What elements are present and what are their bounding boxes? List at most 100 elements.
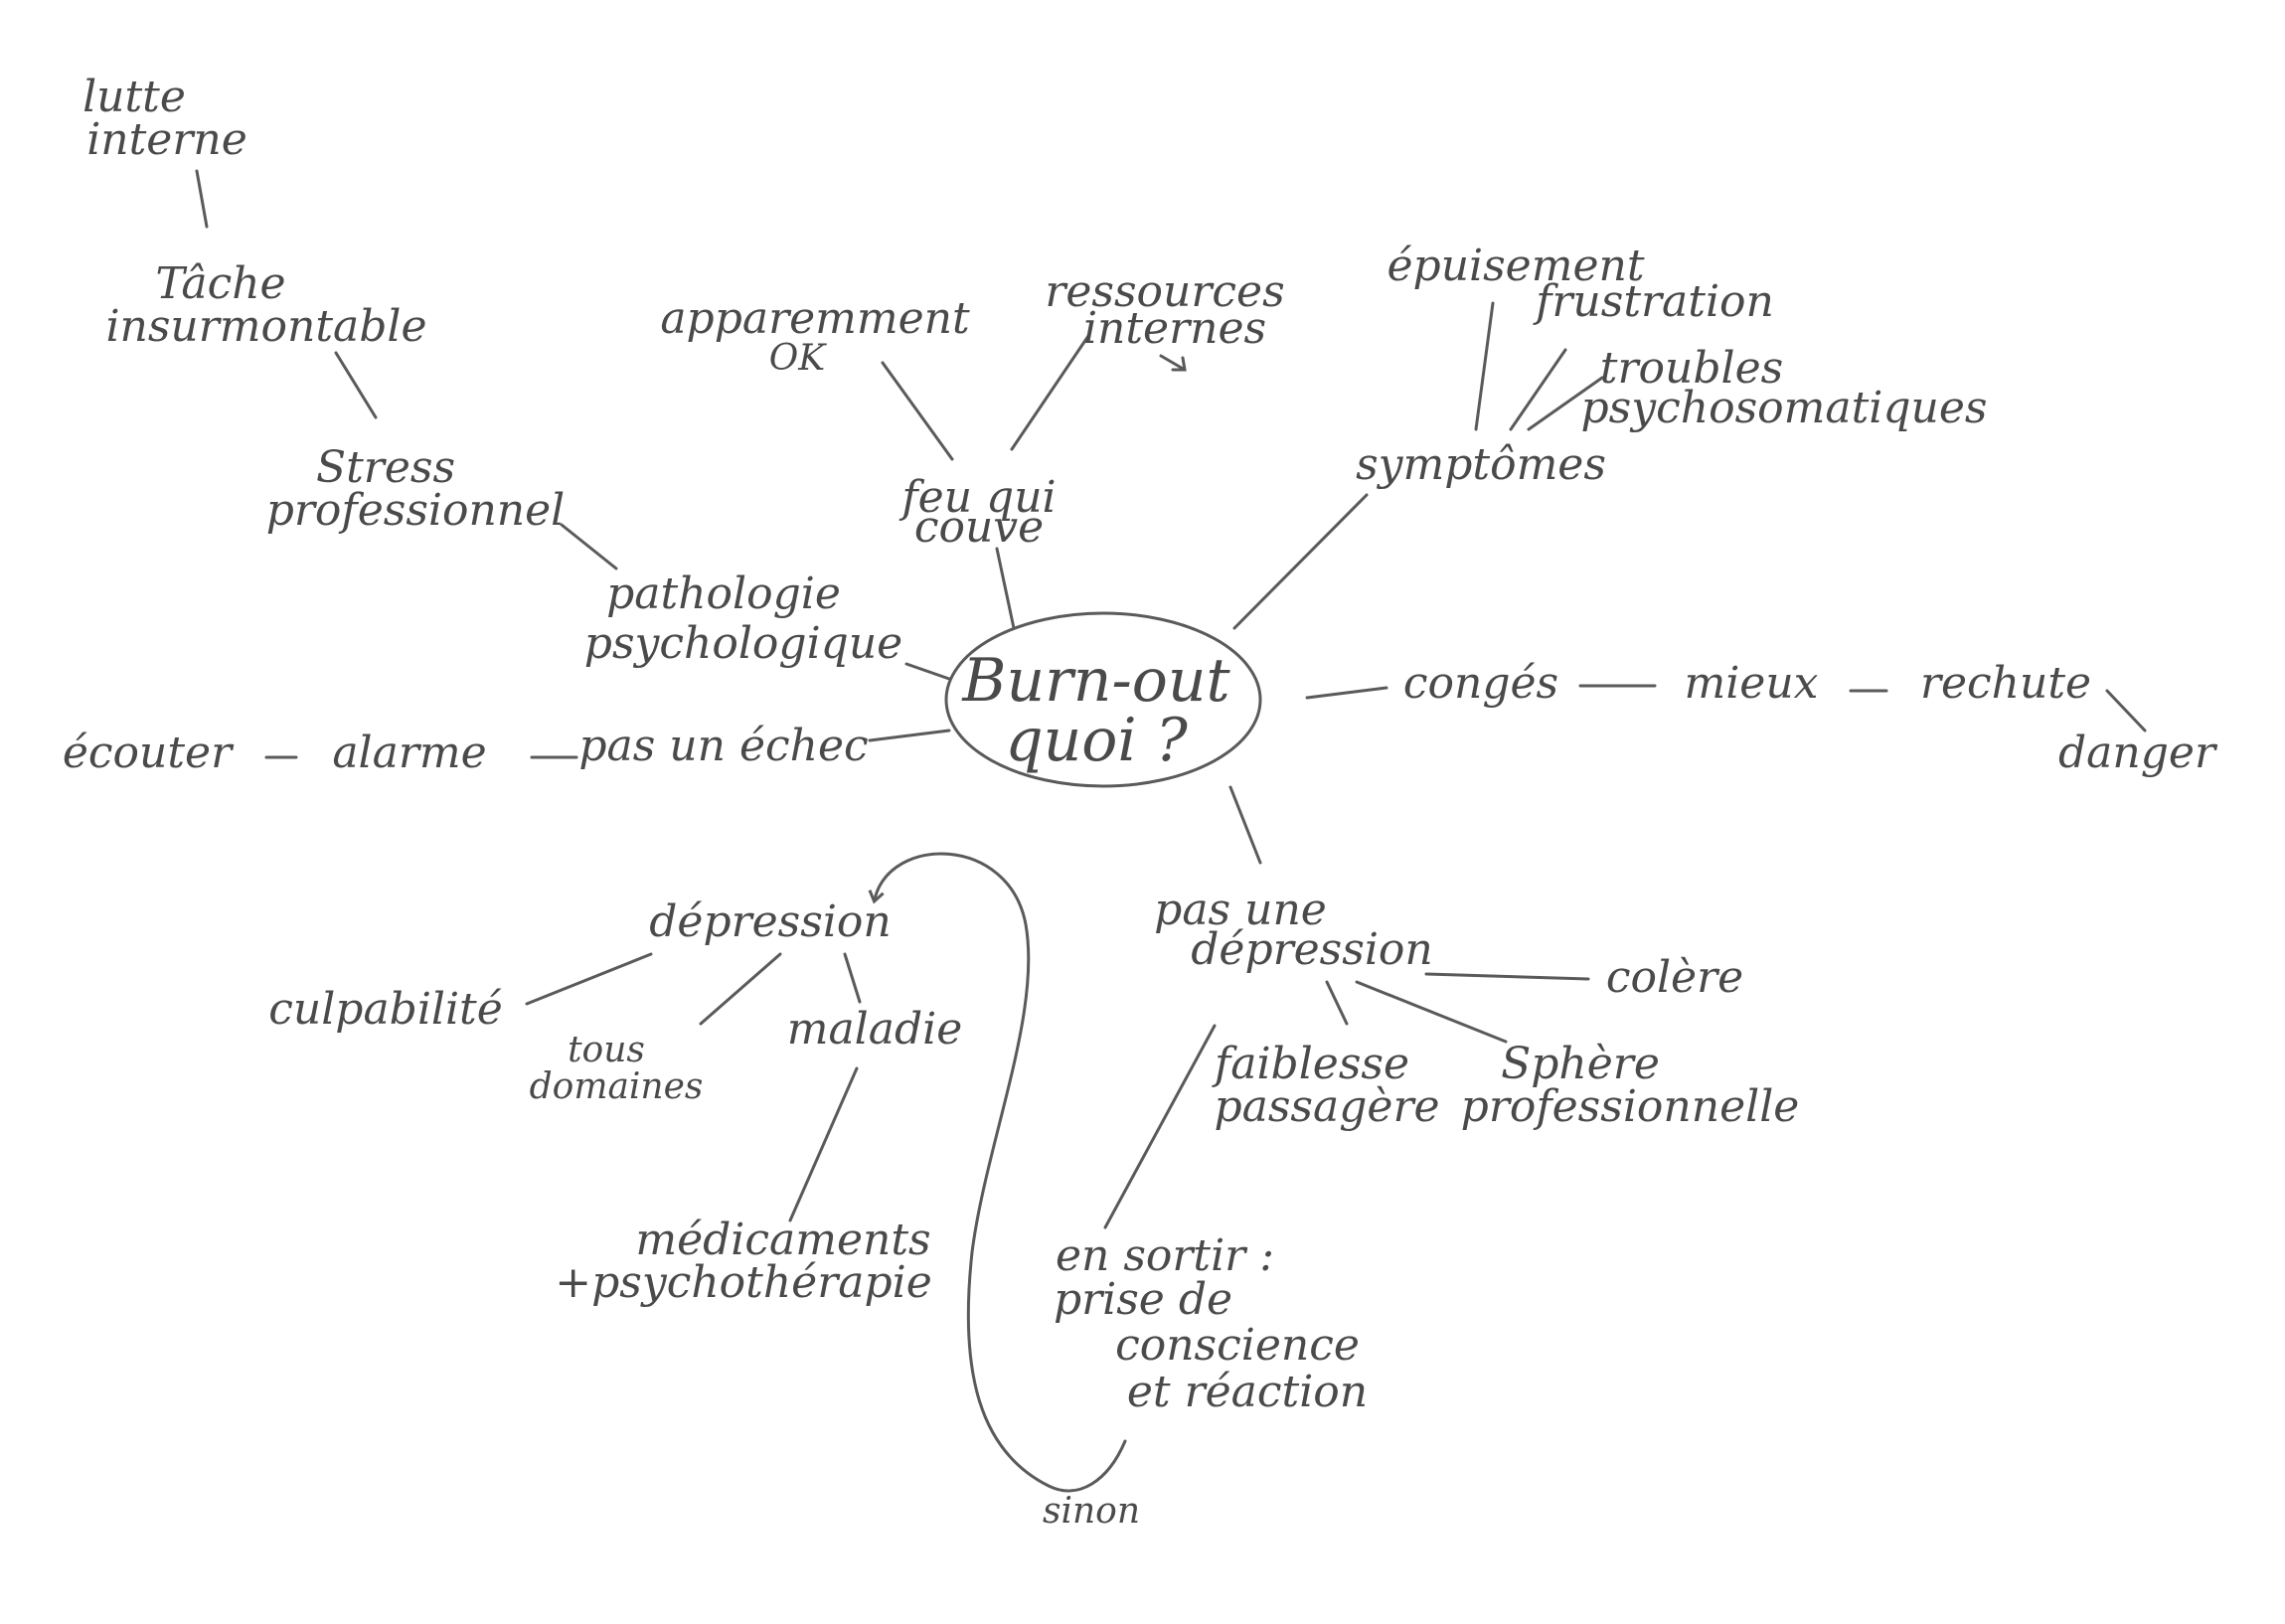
node-mieux: mieux xyxy=(1685,658,1819,709)
sphere-line2: professionnelle xyxy=(1461,1081,1800,1132)
edge-sinon-loop xyxy=(868,852,1127,1493)
edge-pasdepression-faiblesse xyxy=(1325,980,1349,1026)
edge-rechute-danger xyxy=(2105,689,2147,732)
pas-un-echec-label: pas un échec xyxy=(578,721,868,771)
node-sinon: sinon xyxy=(1043,1491,1140,1532)
stress-line1: Stress xyxy=(316,442,455,493)
edge-depression-maladie xyxy=(843,952,862,1004)
feu-line2: couve xyxy=(914,502,1044,553)
colere-label: colère xyxy=(1606,952,1743,1003)
center-node: Burn-out quoi ? xyxy=(944,611,1262,788)
apparemment-line1: apparemment xyxy=(660,293,970,344)
sphere-line1: Sphère xyxy=(1501,1039,1660,1089)
node-pas-une-depression: pas une dépression xyxy=(1154,885,1433,975)
faiblesse-line2: passagère xyxy=(1214,1081,1439,1132)
frustration-label: frustration xyxy=(1533,276,1774,327)
rechute-label: rechute xyxy=(1920,658,2091,709)
conges-label: congés xyxy=(1403,658,1558,709)
node-ressources-internes: ressources internes xyxy=(1045,266,1285,372)
edge-lutte-tache xyxy=(195,169,209,229)
tache-line1: Tâche xyxy=(155,258,285,309)
node-tous-domaines: tous domaines xyxy=(530,1030,704,1107)
ensortir-line3: conscience xyxy=(1115,1320,1360,1371)
node-conges: congés xyxy=(1403,658,1558,709)
tous-line2: domaines xyxy=(530,1066,704,1107)
ensortir-line4: et réaction xyxy=(1127,1367,1368,1417)
alarme-label: alarme xyxy=(332,728,486,778)
medicaments-line1: médicaments xyxy=(635,1215,930,1265)
ecouter-label: écouter xyxy=(63,728,235,778)
node-frustration: frustration xyxy=(1533,276,1774,327)
node-lutte-interne: lutte interne xyxy=(82,72,247,165)
edge-epuisement-symptomes xyxy=(1474,301,1495,431)
pathologie-line1: pathologie xyxy=(606,568,841,619)
symptomes-label: symptômes xyxy=(1356,439,1606,490)
node-depression: dépression xyxy=(649,896,892,947)
feu-line1: feu qui xyxy=(898,472,1056,523)
tous-line1: tous xyxy=(568,1030,645,1070)
ressources-arrow xyxy=(1159,354,1187,372)
node-pas-un-echec: pas un échec xyxy=(578,721,868,771)
node-maladie: maladie xyxy=(787,1004,963,1055)
edge-center-pasdepression xyxy=(1228,785,1262,865)
apparemment-line2: OK xyxy=(769,338,828,379)
edge-depression-culpabilite xyxy=(525,952,653,1006)
node-epuisement: épuisement xyxy=(1387,241,1644,291)
culpabilite-label: culpabilité xyxy=(268,984,503,1035)
stress-line2: professionnel xyxy=(266,485,566,536)
node-en-sortir: en sortir : prise de conscience et réact… xyxy=(1054,1230,1368,1417)
node-ecouter: écouter xyxy=(63,728,235,778)
epuisement-label: épuisement xyxy=(1387,241,1644,291)
edge-troubles-symptomes xyxy=(1527,376,1604,431)
node-tache-insurmontable: Tâche insurmontable xyxy=(105,258,426,352)
depression-label: dépression xyxy=(649,896,892,947)
lutte-interne-line1: lutte xyxy=(82,72,186,122)
edge-feu-center xyxy=(995,547,1016,630)
node-faiblesse-passagere: faiblesse passagère xyxy=(1212,1039,1440,1132)
node-rechute: rechute xyxy=(1920,658,2091,709)
node-danger: danger xyxy=(2058,728,2218,778)
node-stress-professionnel: Stress professionnel xyxy=(266,442,566,536)
node-symptomes: symptômes xyxy=(1356,439,1606,490)
node-medicaments: médicaments +psychothérapie xyxy=(555,1215,932,1308)
sinon-label: sinon xyxy=(1043,1491,1140,1532)
edge-tache-stress xyxy=(334,351,378,419)
edge-pathologie-center xyxy=(904,662,951,681)
edge-maladie-medicaments xyxy=(788,1066,859,1222)
ensortir-line2: prise de xyxy=(1054,1274,1232,1325)
pasdep-line2: dépression xyxy=(1191,924,1433,975)
center-line1: Burn-out xyxy=(961,646,1230,716)
edges xyxy=(195,169,2147,1493)
node-feu-qui-couve: feu qui couve xyxy=(898,472,1056,553)
ensortir-line1: en sortir : xyxy=(1056,1230,1274,1281)
center-line2: quoi ? xyxy=(1005,706,1188,775)
pathologie-line2: psychologique xyxy=(584,618,902,669)
maladie-label: maladie xyxy=(787,1004,963,1055)
ressources-line1: ressources xyxy=(1045,266,1284,317)
node-colere: colère xyxy=(1606,952,1743,1003)
node-culpabilite: culpabilité xyxy=(268,984,503,1035)
edge-ressources-feu xyxy=(1010,334,1090,451)
tache-line2: insurmontable xyxy=(105,301,426,352)
troubles-line1: troubles xyxy=(1600,343,1783,394)
center-ellipse xyxy=(944,611,1262,788)
medicaments-line2: +psychothérapie xyxy=(555,1257,932,1308)
node-alarme: alarme xyxy=(332,728,486,778)
edge-echec-center xyxy=(868,729,951,742)
ressources-line2: internes xyxy=(1083,303,1266,354)
edge-apparemment-feu xyxy=(881,361,954,461)
edge-pasdepression-ensortir xyxy=(1103,1024,1217,1229)
edge-stress-pathologie xyxy=(560,523,618,570)
edge-symptomes-center xyxy=(1232,493,1369,630)
danger-label: danger xyxy=(2058,728,2218,778)
node-apparemment-ok: apparemment OK xyxy=(660,293,970,379)
edge-frustration-symptomes xyxy=(1509,348,1567,431)
node-sphere-professionnelle: Sphère professionnelle xyxy=(1461,1039,1800,1132)
mieux-label: mieux xyxy=(1685,658,1819,709)
pasdep-line1: pas une xyxy=(1154,885,1327,935)
edge-center-conges xyxy=(1305,686,1388,700)
edge-depression-tous xyxy=(699,952,782,1026)
edge-pasdepression-sphere xyxy=(1355,980,1508,1044)
troubles-line2: psychosomatiques xyxy=(1581,383,1988,433)
